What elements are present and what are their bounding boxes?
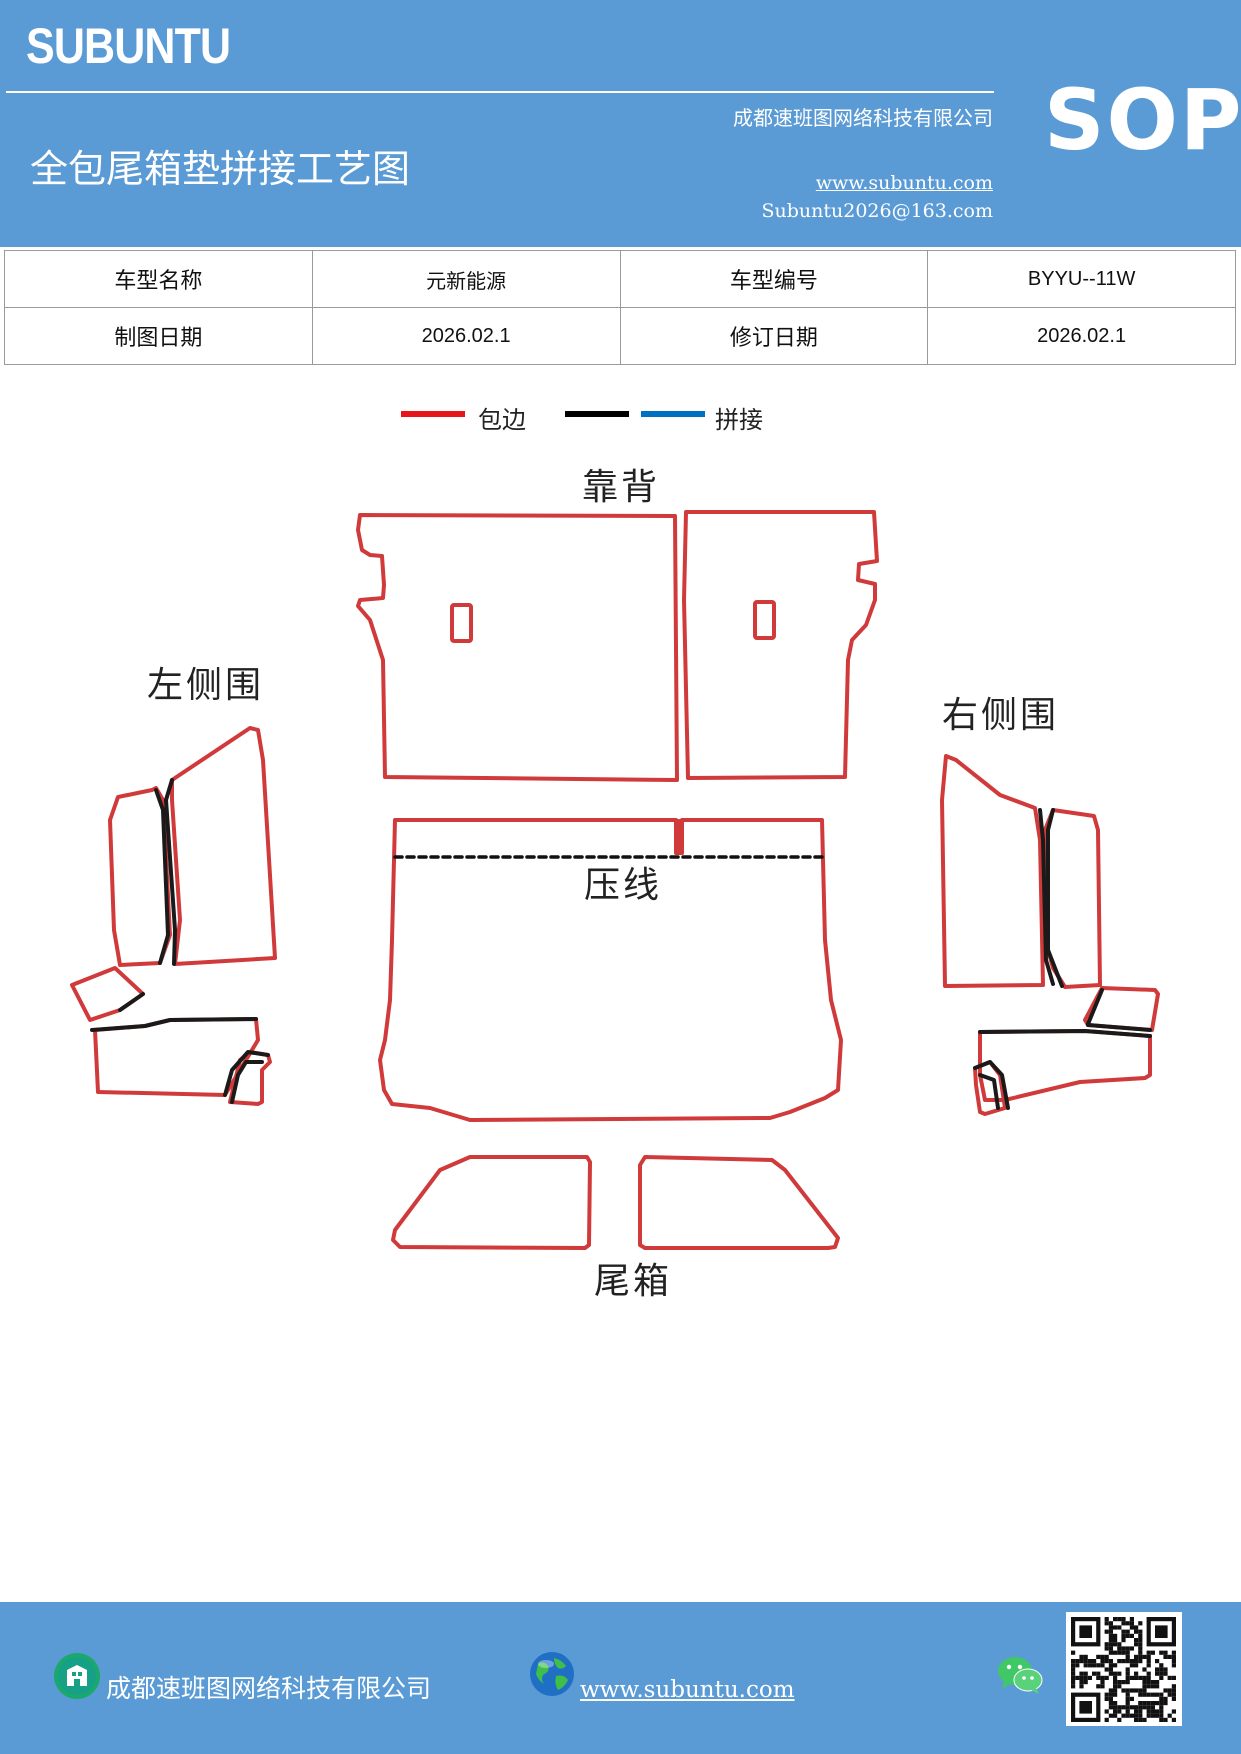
seam-right-1 <box>1038 808 1055 986</box>
qr-code <box>1066 1612 1182 1726</box>
piece-left-side-back <box>170 726 277 966</box>
wechat-icon <box>998 1657 1043 1694</box>
label-left-side: 左侧围 <box>147 665 265 706</box>
piece-backrest-left-slot <box>450 603 473 643</box>
seam-left-5 <box>223 1050 270 1097</box>
website-link[interactable]: www.subuntu.com <box>815 172 993 194</box>
seam-right-6 <box>973 1060 1010 1110</box>
header-divider <box>6 91 994 93</box>
piece-backrest-left <box>356 513 679 782</box>
table-row: 车型名称 元新能源 车型编号 BYYU--11W <box>4 250 1236 308</box>
footer: 成都速班图网络科技有限公司 www.subuntu.com <box>0 1602 1241 1754</box>
piece-left-floor-tab <box>70 966 145 1022</box>
seam-left-2 <box>164 778 177 966</box>
email-address: Subuntu2026@163.com <box>761 200 993 222</box>
piece-right-side-back <box>940 754 1045 988</box>
legend-label-edging: 包边 <box>478 406 526 434</box>
seam-right-7 <box>978 1073 1000 1110</box>
document-title: 全包尾箱垫拼接工艺图 <box>30 147 411 191</box>
mat-diagram <box>70 510 1160 1250</box>
seam-right-4 <box>978 1029 1152 1038</box>
legend-swatch-edging <box>401 411 465 417</box>
piece-backrest-right <box>682 510 879 780</box>
label-crease: 压线 <box>584 865 663 906</box>
value-draw-date: 2026.02.1 <box>311 307 621 365</box>
piece-trunk-right <box>638 1155 840 1250</box>
footer-website-link[interactable]: www.subuntu.com <box>580 1677 795 1703</box>
label-trunk: 尾箱 <box>594 1261 673 1302</box>
seam-left-6 <box>230 1060 264 1104</box>
seam-left-1 <box>154 788 170 965</box>
sop-label: SOP <box>1044 71 1241 169</box>
value-model-name: 元新能源 <box>311 250 621 308</box>
legend-swatch-black <box>565 411 629 417</box>
info-table: 车型名称 元新能源 车型编号 BYYU--11W 制图日期 2026.02.1 … <box>4 250 1236 365</box>
table-row: 制图日期 2026.02.1 修订日期 2026.02.1 <box>4 307 1236 365</box>
company-name: 成都速班图网络科技有限公司 <box>733 106 993 130</box>
legend-swatch-seam <box>641 411 705 417</box>
footer-company: 成都速班图网络科技有限公司 <box>106 1674 432 1703</box>
seam-right-5 <box>1086 1023 1152 1032</box>
label-model-name: 车型名称 <box>4 250 313 308</box>
header: SUBUNTU 成都速班图网络科技有限公司 全包尾箱垫拼接工艺图 www.sub… <box>0 0 1241 247</box>
value-revise-date: 2026.02.1 <box>927 307 1236 365</box>
piece-backrest-right-slot <box>753 600 776 640</box>
diagram: 靠背 左侧围 右侧围 压线 尾箱 <box>0 450 1241 1330</box>
brand-logo: SUBUNTU <box>26 18 231 74</box>
legend-label-seam: 拼接 <box>715 406 763 434</box>
seam-left-4 <box>90 1017 258 1032</box>
building-icon <box>54 1653 100 1699</box>
value-model-code: BYYU--11W <box>927 250 1236 308</box>
piece-left-side-front <box>108 786 172 967</box>
piece-main-mat <box>378 818 843 1122</box>
piece-trunk-left <box>391 1155 592 1250</box>
label-model-code: 车型编号 <box>619 250 929 308</box>
seam-left-3 <box>118 992 145 1012</box>
label-backrest: 靠背 <box>582 467 661 508</box>
label-revise-date: 修订日期 <box>619 307 929 365</box>
seam-right-3 <box>1086 988 1104 1026</box>
seam-right-2 <box>1046 808 1064 988</box>
legend: 包边 拼接 <box>0 400 1241 440</box>
globe-icon <box>530 1652 574 1696</box>
label-right-side: 右侧围 <box>942 695 1060 736</box>
label-draw-date: 制图日期 <box>4 307 313 365</box>
